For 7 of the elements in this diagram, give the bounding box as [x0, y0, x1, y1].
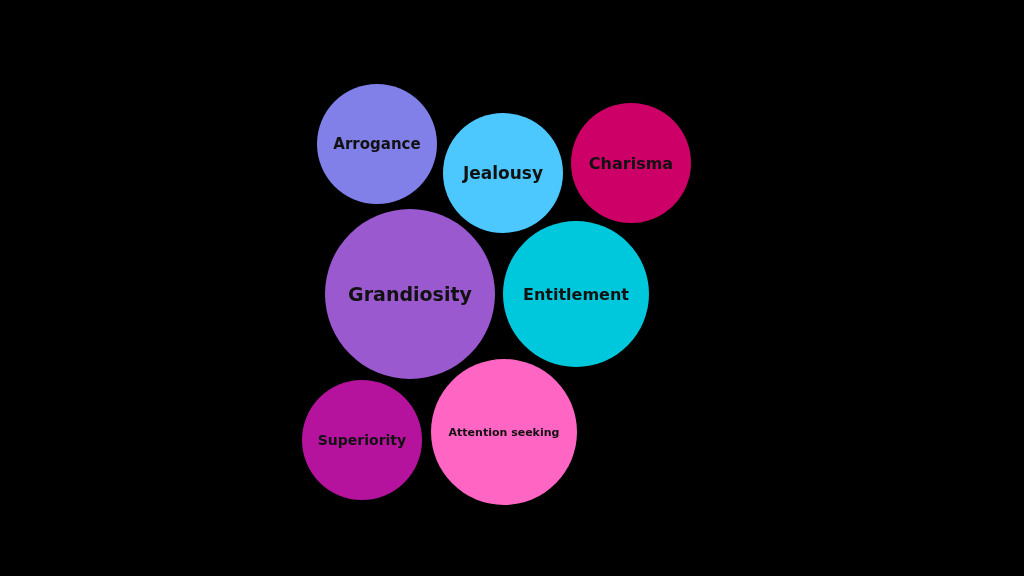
topic-label: Jealousy: [461, 163, 545, 183]
topic-label: Superiority: [316, 432, 408, 448]
topic-label: Charisma: [587, 153, 675, 173]
topic-label: Attention seeking: [447, 425, 561, 439]
topic-label: Grandiosity: [347, 283, 473, 305]
topic-label: Entitlement: [522, 284, 630, 304]
topic-label: Arrogance: [332, 135, 422, 153]
